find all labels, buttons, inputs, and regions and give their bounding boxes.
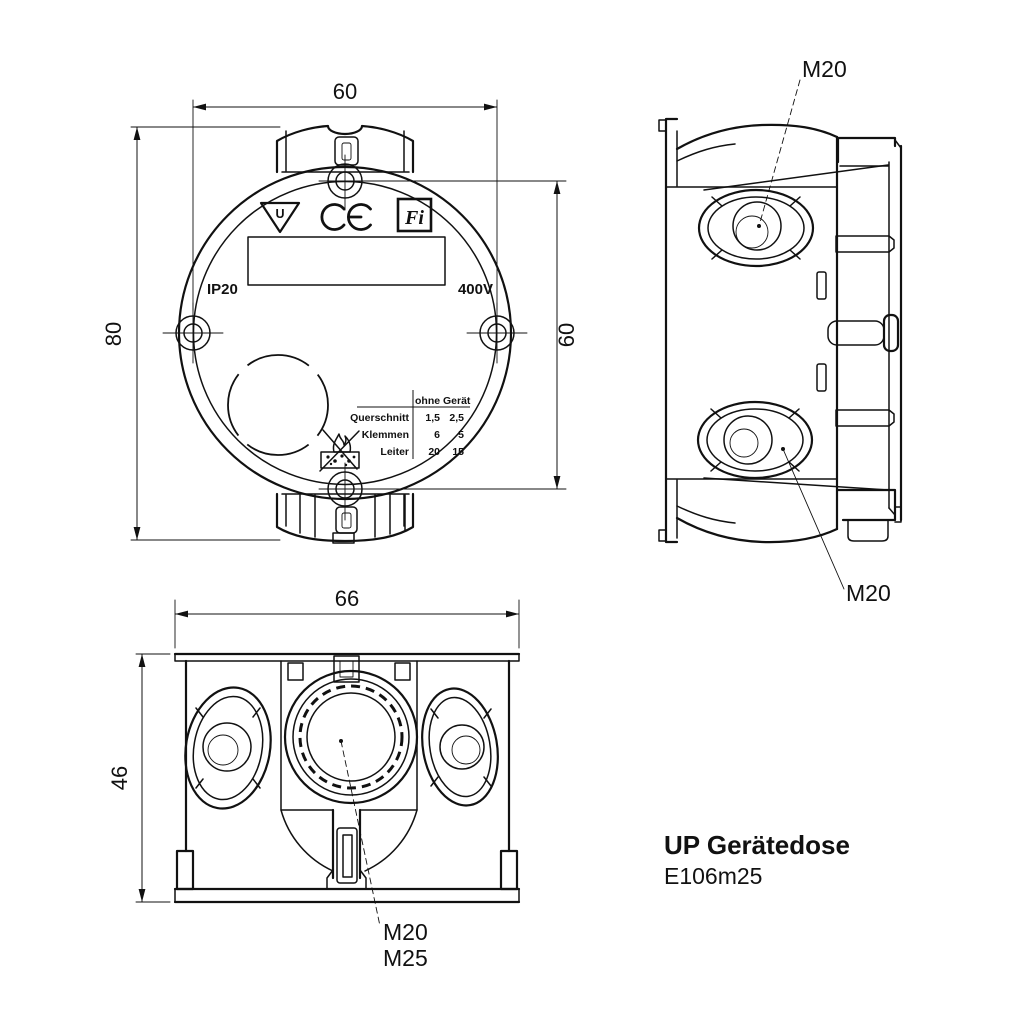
screw-hole-left [162, 302, 224, 364]
side-slot-lower [816, 363, 827, 392]
dim-label-80-left: 80 [101, 322, 126, 346]
dimension-bottom-width: 66 [174, 586, 520, 649]
table-cell: 5 [458, 429, 464, 441]
u-approval-icon: U [259, 201, 301, 234]
front-knockout-circle [227, 354, 329, 456]
side-latch-top [835, 235, 895, 253]
dim-label-60-right: 60 [554, 323, 579, 347]
leader-m20-top: M20 [757, 56, 847, 228]
screw-hole-right [466, 302, 528, 364]
product-model: E106m25 [664, 863, 762, 889]
screw-hole-top [318, 154, 372, 211]
bottom-knockout-center [283, 669, 419, 805]
table-cell: 6 [434, 429, 440, 441]
table-row-label: Klemmen [362, 429, 409, 441]
dimension-left-height: 80 [101, 126, 281, 541]
ip-rating-label: IP20 [207, 281, 238, 298]
dim-label-46: 46 [107, 766, 132, 790]
u-approval-letter: U [275, 207, 284, 221]
leader-m20-bottom: M20 [781, 447, 891, 606]
dim-label-60-top: 60 [333, 79, 357, 104]
knockout-label-m20-top: M20 [802, 56, 847, 82]
dimension-top-width: 60 [192, 79, 498, 311]
side-slot-upper [816, 271, 827, 300]
bottom-box-outline [173, 652, 521, 904]
voltage-label: 400V [458, 281, 493, 298]
fi-mark-letters: Fi [404, 207, 424, 229]
table-cell: 1,5 [425, 412, 440, 424]
knockout-label-m20: M20 [383, 919, 428, 945]
knockout-label-m25: M25 [383, 945, 428, 971]
table-row-label: Leiter [380, 446, 409, 458]
side-view: M20 M20 [658, 56, 903, 606]
front-view: 60 80 60 [101, 79, 579, 544]
conductor-table: ohne Gerät Querschnitt 1,5 2,5 Klemmen 6… [350, 390, 471, 459]
table-header: ohne Gerät [415, 395, 471, 407]
ce-mark-icon [320, 203, 372, 231]
table-cell: 15 [452, 446, 464, 458]
label-plate [247, 236, 446, 286]
side-knockout-top [697, 188, 815, 268]
table-cell: 20 [428, 446, 440, 458]
title-block: UP Gerätedose E106m25 [664, 830, 850, 889]
dimension-bottom-height: 46 [107, 653, 171, 903]
bottom-view: 66 46 [107, 586, 521, 971]
bottom-knockout-left [184, 686, 272, 810]
side-box-outline [658, 117, 903, 544]
no-fire-icon [319, 429, 360, 472]
side-latch-bottom [835, 409, 895, 427]
table-cell: 2,5 [449, 412, 464, 424]
table-row-label: Querschnitt [350, 412, 409, 424]
dim-label-66: 66 [335, 586, 359, 611]
bottom-knockout-right [421, 687, 499, 807]
knockout-label-m20-bottom: M20 [846, 580, 891, 606]
dimension-right-spacing: 60 [362, 180, 579, 490]
product-title: UP Gerätedose [664, 830, 850, 860]
leader-m20-m25: M20 M25 [339, 739, 428, 971]
screw-hole-bottom [318, 462, 372, 521]
side-knockout-bottom [696, 400, 814, 480]
fi-mark-icon: Fi [396, 197, 433, 233]
